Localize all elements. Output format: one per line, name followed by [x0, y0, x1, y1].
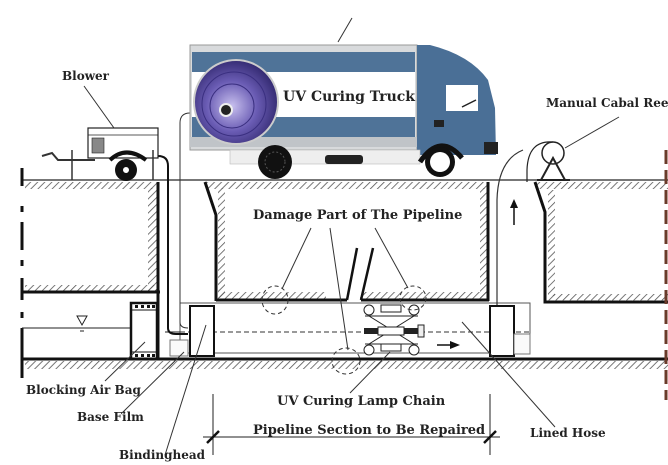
lined-hose — [165, 302, 531, 354]
label-blower: Blower — [62, 69, 110, 83]
label-uv-curing-truck: UV Curing Truck — [283, 89, 415, 105]
label-damage-part: Damage Part of The Pipeline — [253, 208, 462, 223]
central-soil-block — [203, 181, 490, 302]
label-bindinghead: Bindinghead — [119, 448, 206, 462]
dimension-line — [203, 394, 500, 455]
damage-markers — [261, 285, 427, 375]
up-arrow-icon — [510, 199, 518, 225]
water-level-symbol — [22, 315, 132, 332]
uv-lamp-chain — [363, 304, 425, 356]
lateral-inlet — [345, 247, 375, 301]
blocking-air-bag — [129, 301, 159, 361]
blower-hose — [157, 112, 191, 335]
label-base-film: Base Film — [77, 410, 144, 424]
label-pipeline-section: Pipeline Section to Be Repaired — [253, 423, 485, 438]
label-lined-hose: Lined Hose — [530, 426, 606, 440]
pipe-bottom-wall — [22, 357, 668, 369]
uv-curing-truck — [189, 17, 498, 179]
label-uv-curing-lamp-chain: UV Curing Lamp Chain — [277, 394, 446, 409]
bindinghead-left — [169, 305, 215, 357]
bindinghead-right — [489, 305, 531, 357]
flow-arrow-icon — [437, 341, 460, 349]
label-manual-cabal-reel: Manual Cabal Reel — [546, 96, 668, 110]
blower-trailer — [41, 127, 159, 181]
leader-lines — [83, 85, 620, 456]
label-blocking-air-bag: Blocking Air Bag — [26, 383, 141, 397]
right-soil-block — [533, 181, 668, 304]
ground-surface — [22, 179, 668, 189]
manual-cable-reel — [526, 141, 570, 182]
reel-cable — [489, 149, 524, 321]
